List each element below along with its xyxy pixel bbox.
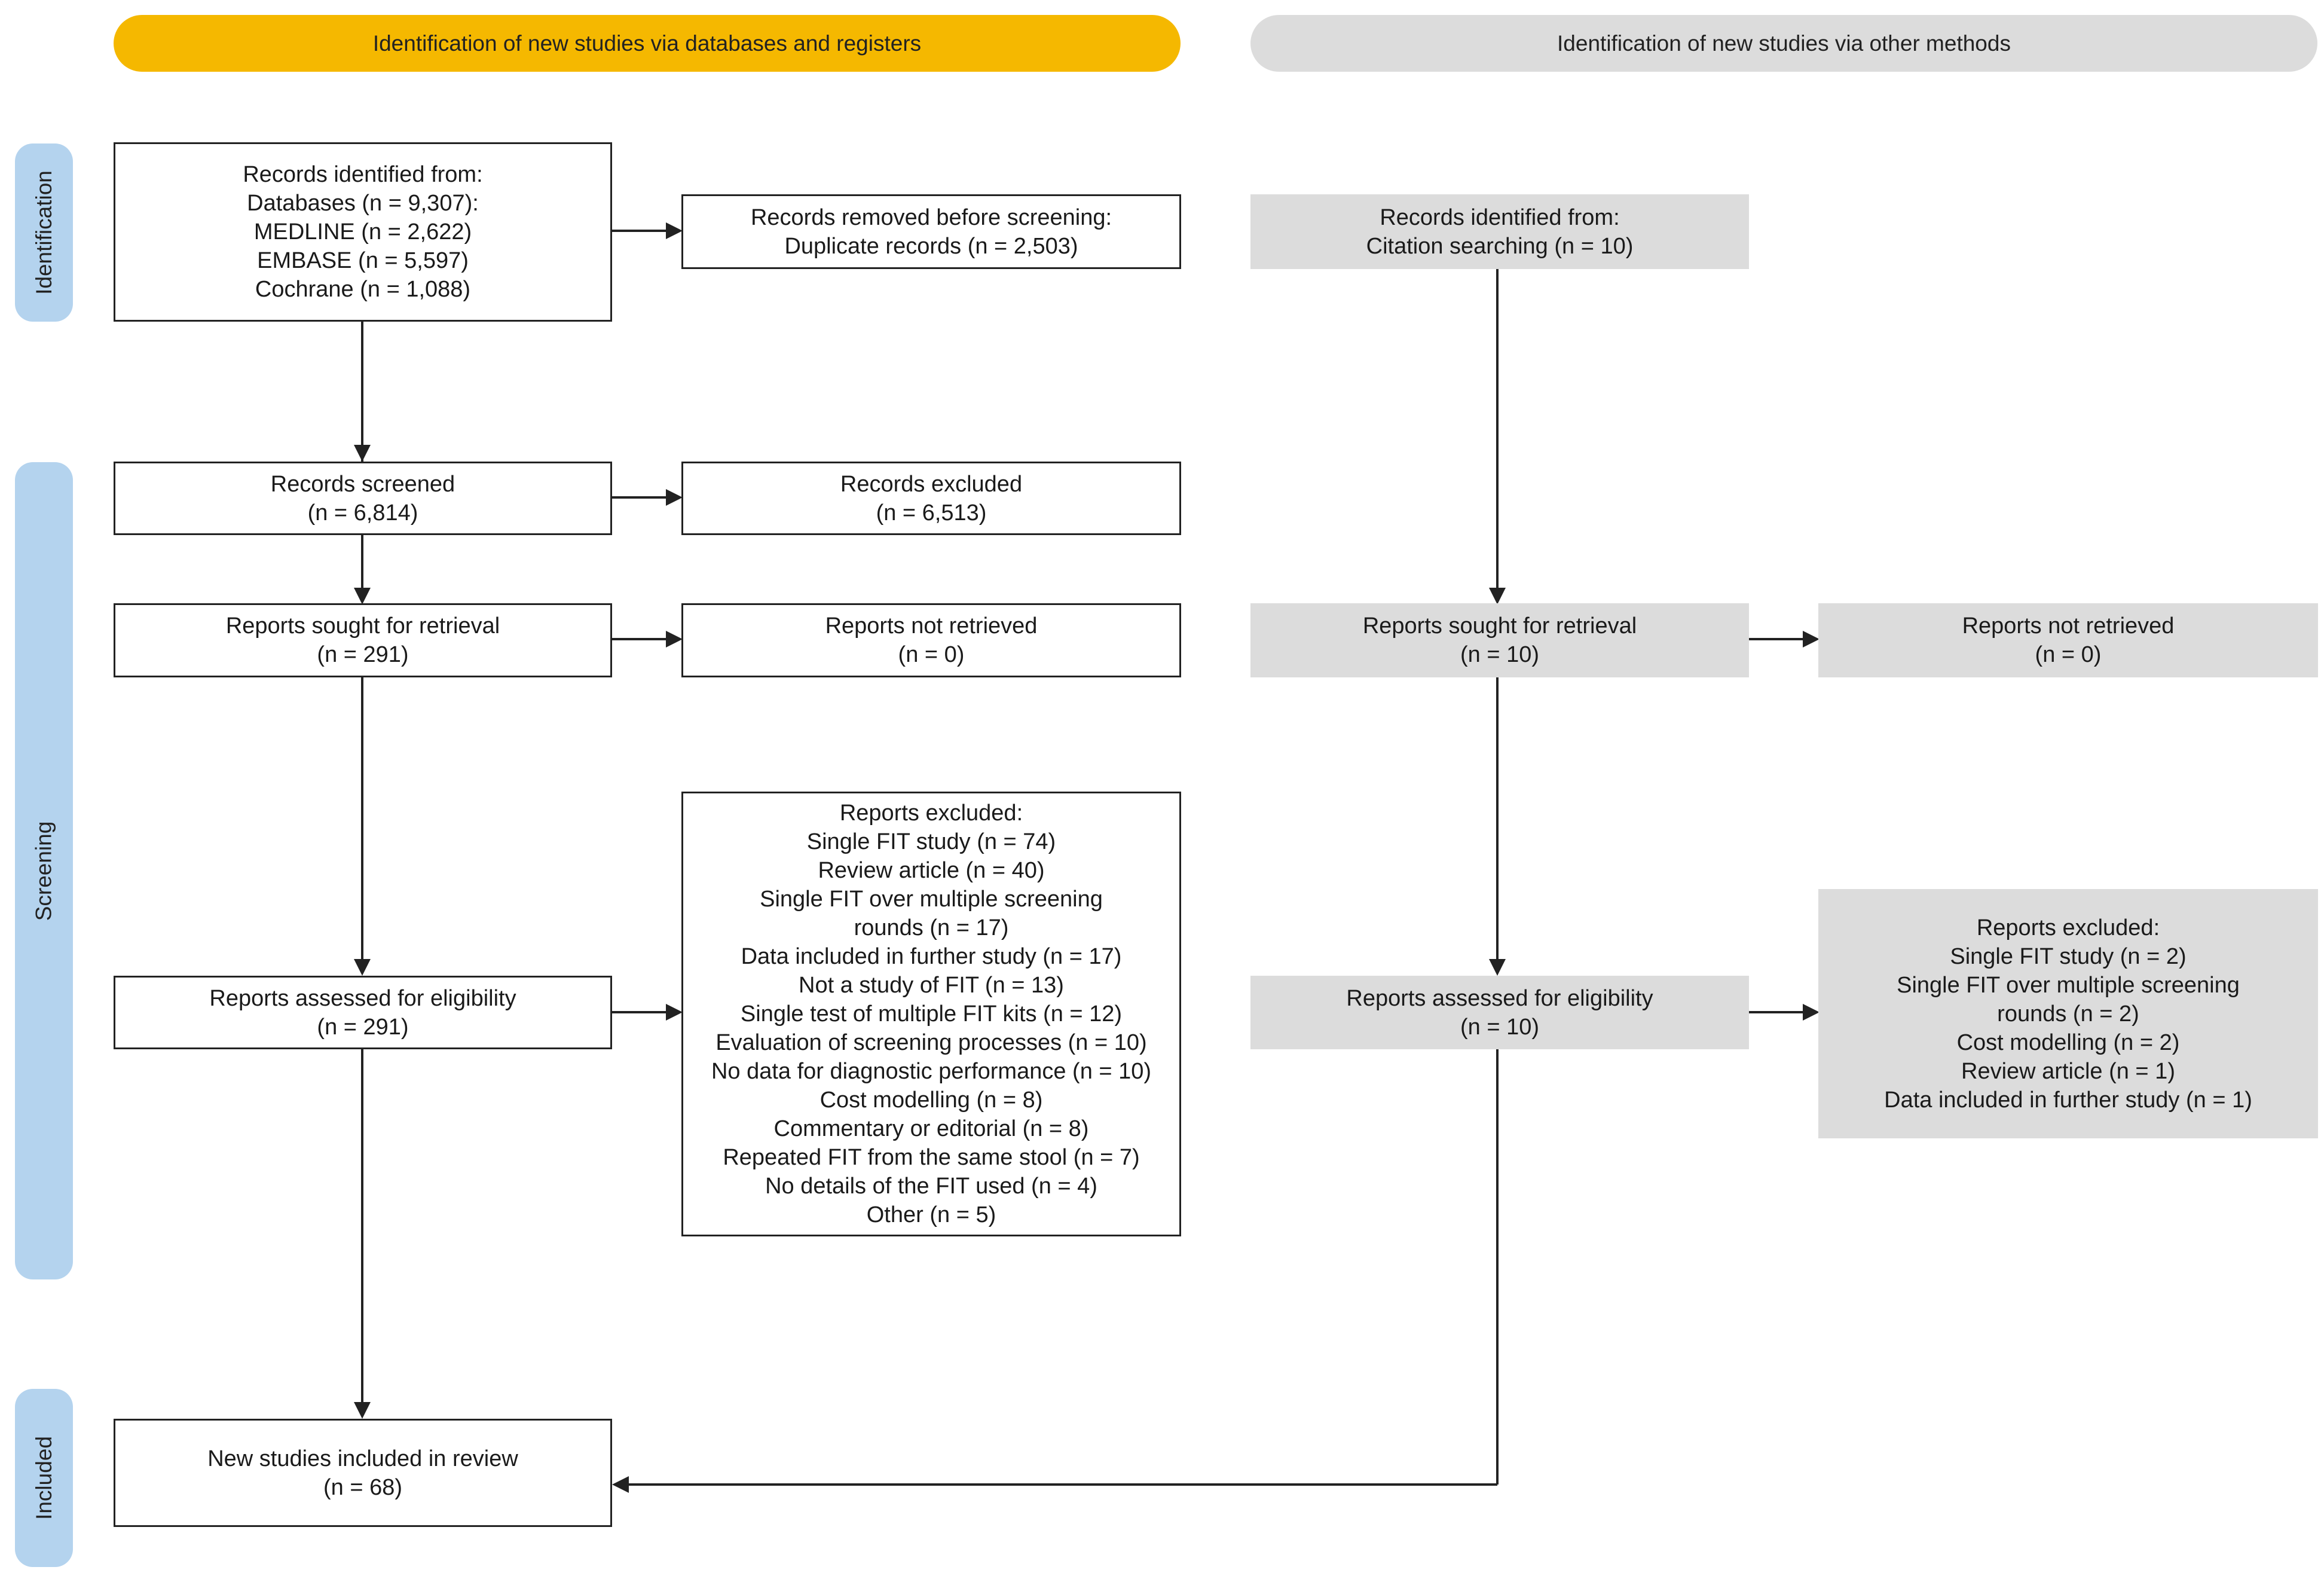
box-line: Reports sought for retrieval [225,613,500,639]
box-line: Data included in further study (n = 1) [1884,1087,2252,1113]
phase-included: Included [15,1389,73,1567]
box-line: (n = 10) [1460,642,1540,667]
box-line: New studies included in review [207,1446,518,1471]
reports-sought-box: Reports sought for retrieval (n = 291) [114,603,612,677]
other-methods-header: Identification of new studies via other … [1250,15,2317,72]
box-line: (n = 0) [898,642,965,667]
box-line: Single FIT study (n = 74) [806,829,1056,854]
box-line: (n = 6,513) [876,500,987,526]
box-line: Not a study of FIT (n = 13) [799,973,1064,998]
arrowhead-screened [354,445,371,462]
box-line: (n = 68) [323,1474,403,1500]
arrowhead-other-assessed [1489,959,1506,976]
studies-included-box: New studies included in review (n = 68) [114,1419,612,1527]
arrowhead-assessed [354,959,371,976]
box-line: Duplicate records (n = 2,503) [784,233,1078,259]
box-line: Evaluation of screening processes (n = 1… [715,1030,1147,1055]
box-line: Review article (n = 40) [818,858,1045,883]
box-line: Reports not retrieved [825,613,1038,639]
box-line: Reports assessed for eligibility [209,985,516,1011]
phase-identification: Identification [15,143,73,322]
box-line: Records identified from: [243,162,483,187]
reports-excluded-box: Reports excluded: Single FIT study (n = … [681,792,1181,1236]
box-line: Records screened [270,471,455,497]
box-line: Commentary or editorial (n = 8) [773,1116,1089,1141]
arrowhead-excluded [666,489,683,506]
arrowhead-reports-excluded [666,1004,683,1021]
records-screened-box: Records screened (n = 6,814) [114,462,612,535]
other-records-identified-box: Records identified from: Citation search… [1250,194,1749,269]
box-line: (n = 10) [1460,1014,1540,1040]
box-line: Single FIT over multiple screening [1897,972,2240,998]
box-line: Databases (n = 9,307): [247,191,479,216]
box-line: Reports sought for retrieval [1362,613,1637,639]
box-line: Records removed before screening: [750,204,1112,230]
box-line: No details of the FIT used (n = 4) [765,1174,1097,1199]
box-line: Review article (n = 1) [1961,1058,2175,1084]
records-identified-box: Records identified from: Databases (n = … [114,142,612,322]
box-line: Repeated FIT from the same stool (n = 7) [723,1145,1140,1170]
box-line: No data for diagnostic performance (n = … [711,1059,1152,1084]
arrowhead-sought [354,588,371,604]
arrowhead-not-retrieved [666,631,683,647]
box-line: Reports assessed for eligibility [1346,985,1653,1011]
box-line: (n = 291) [317,642,409,667]
other-reports-assessed-box: Reports assessed for eligibility (n = 10… [1250,976,1749,1049]
box-line: EMBASE (n = 5,597) [257,248,469,273]
box-line: Records excluded [840,471,1023,497]
box-line: rounds (n = 2) [1997,1001,2139,1027]
other-reports-sought-box: Reports sought for retrieval (n = 10) [1250,603,1749,677]
box-line: Single FIT over multiple screening [760,887,1103,912]
box-line: (n = 291) [317,1014,409,1040]
box-line: Reports not retrieved [1962,613,2175,639]
box-line: MEDLINE (n = 2,622) [253,219,472,245]
records-excluded-box: Records excluded (n = 6,513) [681,462,1181,535]
arrowhead-other-sought [1489,588,1506,604]
box-line: Other (n = 5) [866,1202,996,1227]
box-line: Cochrane (n = 1,088) [255,277,471,302]
box-line: (n = 0) [2035,642,2102,667]
box-line: rounds (n = 17) [854,915,1009,940]
box-line: Reports excluded: [1976,915,2160,940]
phase-screening: Screening [15,462,73,1279]
box-line: Citation searching (n = 10) [1366,233,1634,259]
arrowhead-other-to-included [612,1476,629,1493]
box-line: Data included in further study (n = 17) [741,944,1122,969]
box-line: (n = 6,814) [307,500,418,526]
reports-not-retrieved-box: Reports not retrieved (n = 0) [681,603,1181,677]
arrowhead-removed [666,222,683,239]
box-line: Cost modelling (n = 2) [1956,1030,2180,1055]
box-line: Records identified from: [1380,204,1620,230]
arrowhead-other-excluded [1803,1004,1820,1021]
other-methods-header-label: Identification of new studies via other … [1557,30,2011,56]
databases-registers-header-label: Identification of new studies via databa… [372,30,922,56]
other-reports-excluded-box: Reports excluded: Single FIT study (n = … [1818,889,2318,1138]
databases-registers-header: Identification of new studies via databa… [114,15,1181,72]
box-line: Reports excluded: [839,801,1023,826]
box-line: Single test of multiple FIT kits (n = 12… [740,1001,1123,1027]
other-reports-not-retrieved-box: Reports not retrieved (n = 0) [1818,603,2318,677]
records-removed-box: Records removed before screening: Duplic… [681,194,1181,269]
box-line: Single FIT study (n = 2) [1950,943,2187,969]
box-line: Cost modelling (n = 8) [819,1088,1043,1113]
reports-assessed-box: Reports assessed for eligibility (n = 29… [114,976,612,1049]
arrowhead-included [354,1402,371,1419]
arrowhead-other-not-retrieved [1803,631,1820,647]
